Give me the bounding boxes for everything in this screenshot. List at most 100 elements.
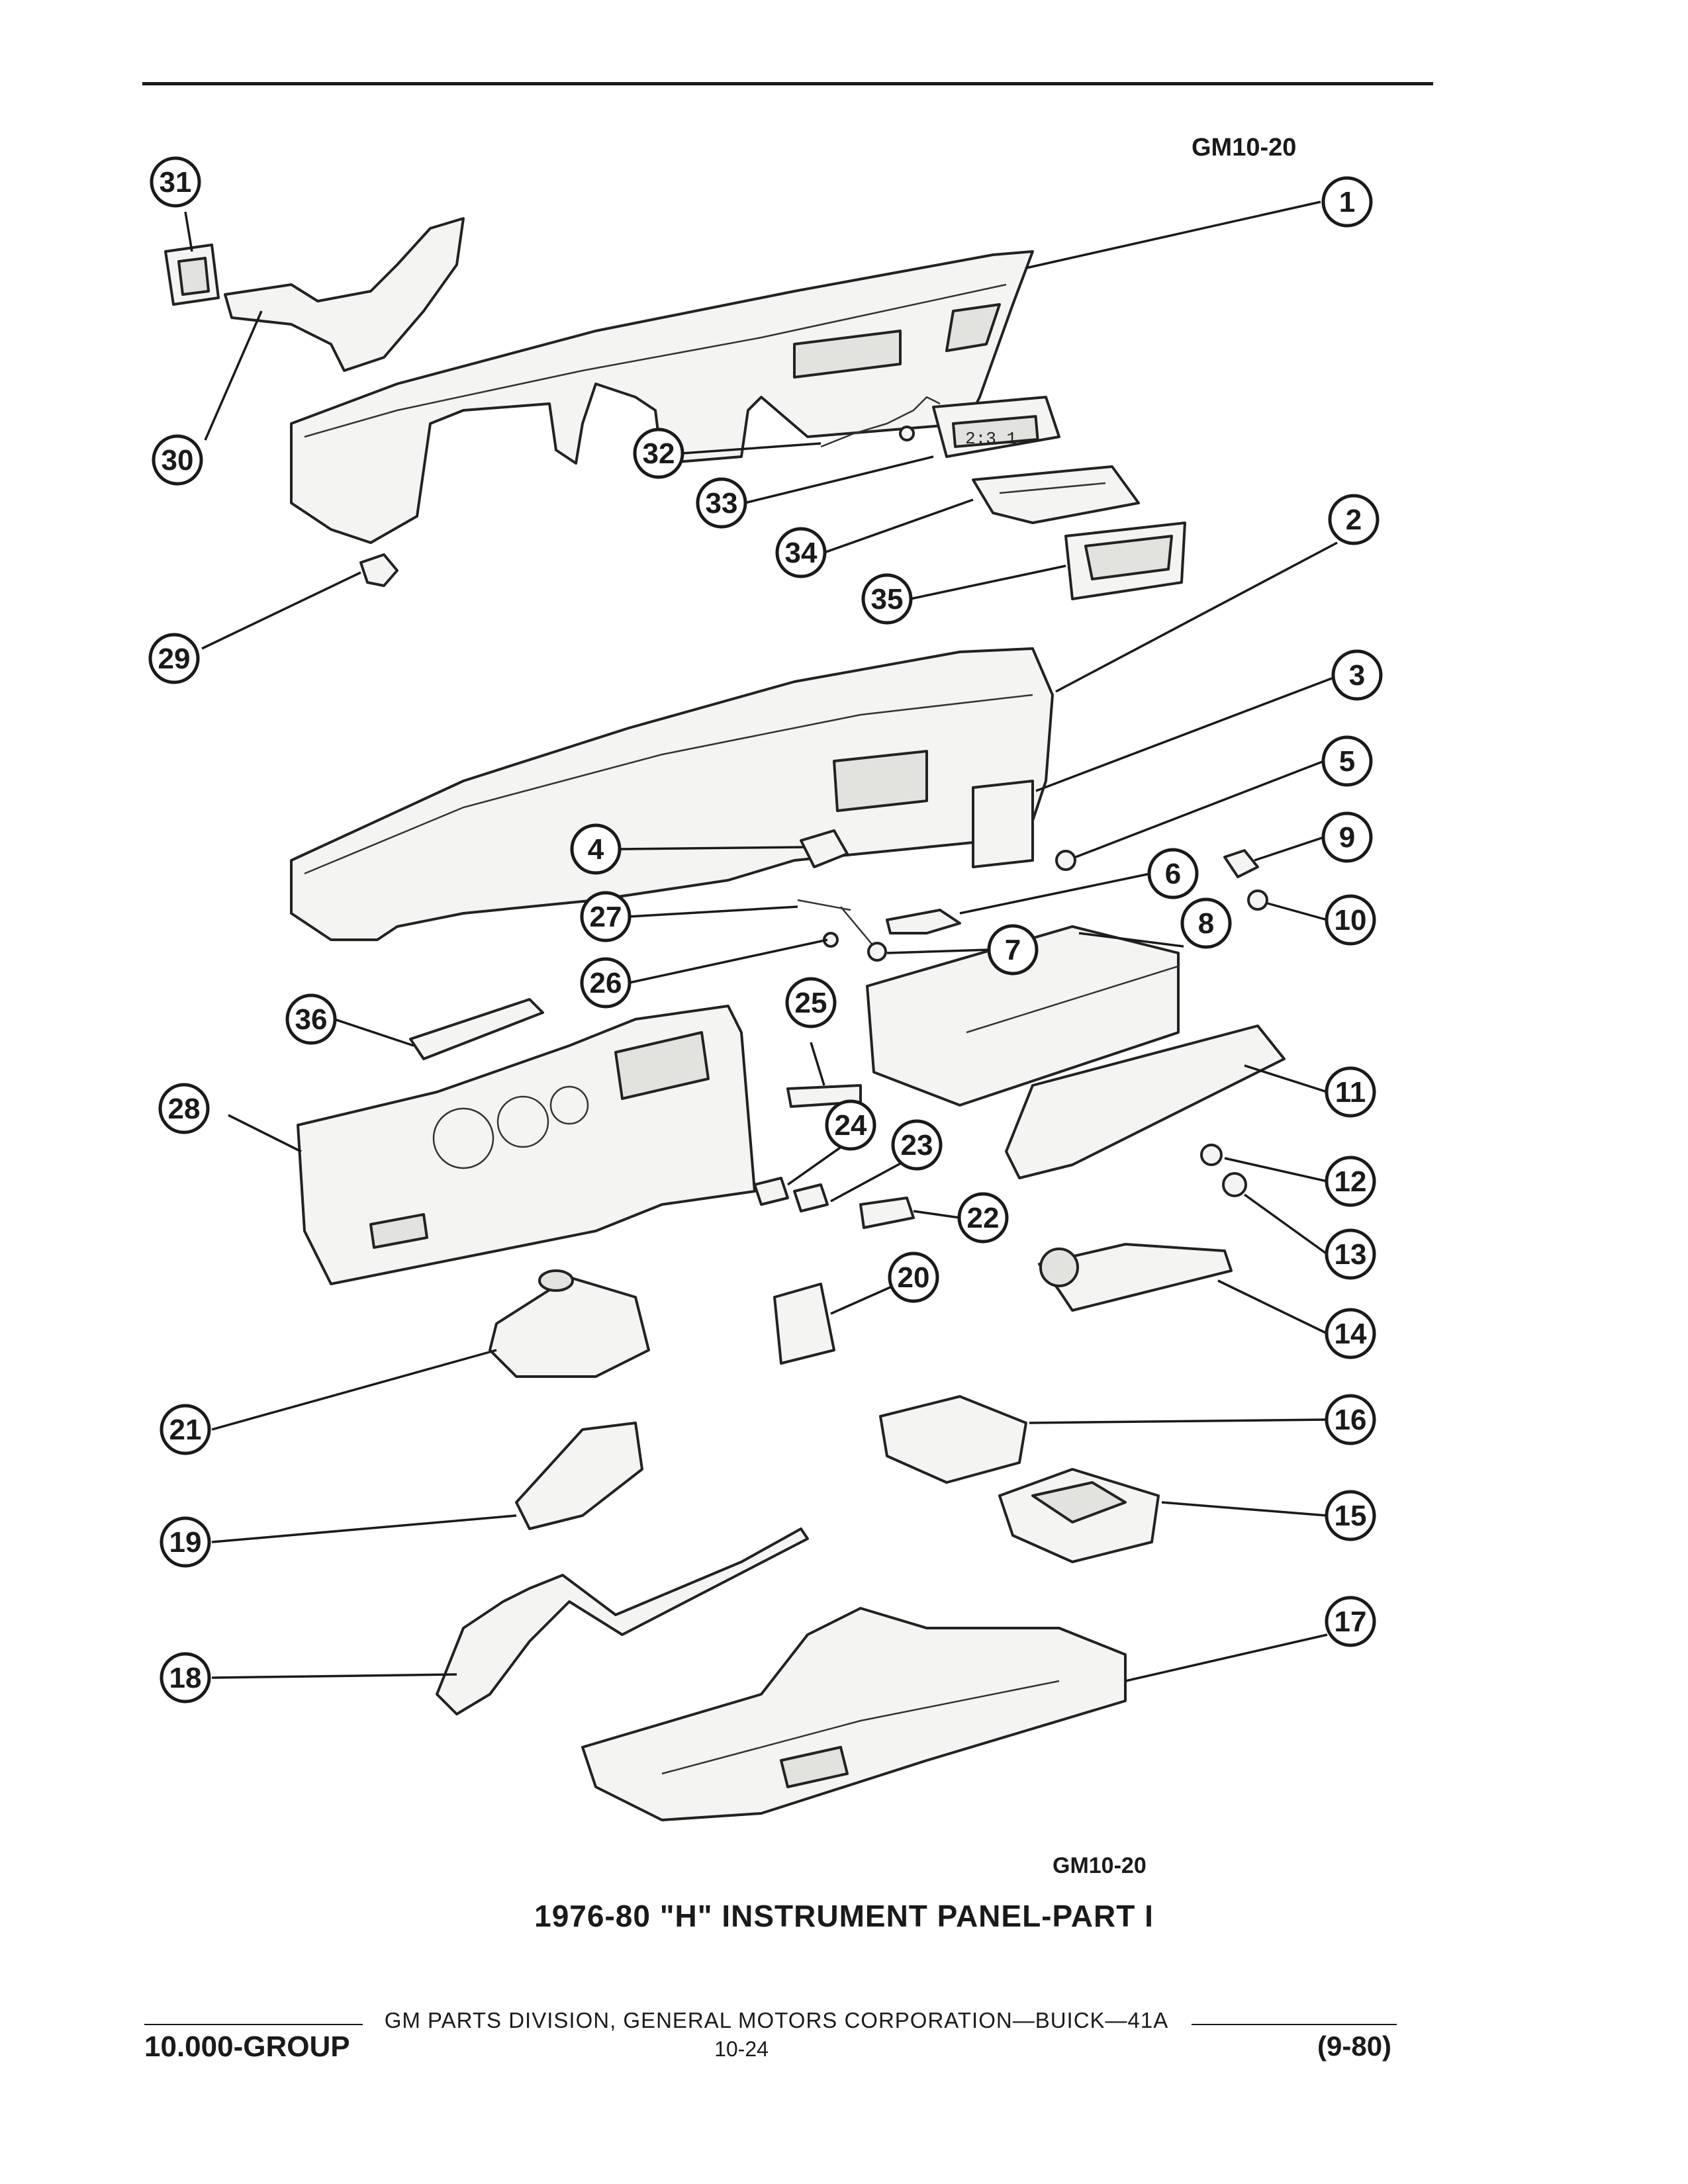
instrument-carrier-part-28 [297, 1005, 756, 1285]
svg-text:6: 6 [1165, 858, 1181, 890]
svg-text:13: 13 [1335, 1238, 1367, 1271]
leader-13 [1243, 1193, 1329, 1255]
lock-rod-part-7 [840, 906, 887, 962]
leader-20 [830, 1286, 891, 1315]
svg-text:5: 5 [1339, 745, 1355, 778]
svg-text:1: 1 [1339, 186, 1355, 218]
reinforcement-part-18 [436, 1527, 809, 1715]
svg-text:7: 7 [1005, 934, 1021, 966]
leader-12 [1224, 1157, 1328, 1183]
svg-text:11: 11 [1335, 1076, 1366, 1109]
callout-3: 3 [1331, 649, 1383, 701]
footer-rule-right [1192, 2024, 1397, 2025]
clock-harness-part-32 [820, 396, 941, 448]
clock-display-readout: 2:3 1 [965, 429, 1017, 449]
svg-text:8: 8 [1198, 907, 1214, 940]
vent-duct-part-14 [1038, 1243, 1233, 1312]
svg-text:15: 15 [1335, 1500, 1367, 1532]
callout-17: 17 [1325, 1596, 1376, 1647]
leader-8 [1078, 932, 1184, 948]
column-cover-part-21 [489, 1269, 650, 1378]
clock-part-33: 2:3 1 [932, 396, 1060, 458]
leader-35 [910, 565, 1066, 600]
svg-text:23: 23 [901, 1129, 933, 1161]
leader-21 [211, 1349, 497, 1431]
top-rule [142, 82, 1433, 85]
footer-group: 10.000-GROUP [144, 2030, 350, 2063]
callout-35: 35 [861, 573, 913, 625]
panel-insert-part-3 [972, 780, 1034, 868]
svg-text:9: 9 [1339, 821, 1355, 854]
callout-6: 6 [1147, 848, 1199, 899]
callout-13: 13 [1325, 1228, 1376, 1280]
switch-part-20 [773, 1283, 835, 1365]
svg-text:32: 32 [643, 437, 675, 470]
svg-text:31: 31 [160, 166, 192, 199]
callout-7: 7 [987, 924, 1039, 976]
svg-text:18: 18 [169, 1662, 202, 1694]
svg-text:16: 16 [1335, 1404, 1367, 1436]
callout-24: 24 [825, 1099, 876, 1151]
leader-22 [913, 1210, 961, 1219]
lock-part-13 [1222, 1172, 1247, 1197]
callout-19: 19 [160, 1516, 211, 1568]
callout-2: 2 [1328, 494, 1380, 545]
callout-14: 14 [1325, 1308, 1376, 1359]
callout-28: 28 [158, 1083, 210, 1134]
svg-text:27: 27 [590, 901, 622, 933]
callout-22: 22 [957, 1192, 1009, 1244]
svg-text:14: 14 [1335, 1318, 1367, 1350]
knob-part-23 [793, 1183, 829, 1212]
leader-17 [1125, 1633, 1328, 1682]
air-duct-part-30 [224, 217, 465, 372]
socket-part-10 [1247, 889, 1268, 911]
svg-text:33: 33 [706, 487, 738, 520]
clock-bracket-part-34 [972, 465, 1140, 524]
svg-text:24: 24 [835, 1109, 867, 1142]
callout-36: 36 [285, 993, 337, 1045]
svg-text:21: 21 [169, 1414, 202, 1446]
callout-29: 29 [148, 633, 200, 684]
leader-24 [786, 1144, 845, 1186]
leader-10 [1267, 902, 1328, 921]
duct-bezel-part-31 [164, 244, 220, 306]
leader-11 [1244, 1064, 1328, 1093]
callout-34: 34 [775, 527, 827, 578]
knob-part-24 [753, 1177, 789, 1206]
leader-32 [681, 442, 821, 455]
svg-text:4: 4 [588, 833, 604, 866]
leader-31 [184, 211, 193, 252]
callout-23: 23 [891, 1119, 943, 1171]
svg-text:20: 20 [898, 1261, 930, 1294]
leader-28 [228, 1114, 302, 1153]
diagram-code-top: GM10-20 [1192, 134, 1297, 161]
leader-1 [1025, 201, 1321, 269]
leader-29 [201, 571, 361, 650]
svg-text:10: 10 [1335, 904, 1367, 936]
clock-bezel-part-35 [1064, 522, 1186, 600]
callouts: 1 2 3 4 5 6 7 8 9 10 11 12 13 14 15 16 1… [148, 156, 1383, 1704]
leader-34 [823, 498, 974, 554]
callout-10: 10 [1325, 894, 1376, 946]
leader-4 [618, 846, 805, 850]
svg-text:35: 35 [871, 583, 904, 615]
bracket-part-4 [800, 829, 849, 868]
clip-part-29 [359, 553, 399, 587]
callout-12: 12 [1325, 1156, 1376, 1207]
leader-9 [1254, 836, 1325, 862]
glove-box-part-8 [866, 925, 1180, 1107]
diagram-code-bottom: GM10-20 [1053, 1853, 1147, 1878]
leader-33 [744, 455, 934, 504]
glove-box-door-part-11 [1005, 1024, 1286, 1179]
callout-20: 20 [888, 1251, 939, 1303]
svg-text:22: 22 [967, 1202, 1000, 1234]
callout-27: 27 [580, 891, 632, 942]
leader-30 [204, 310, 263, 441]
callout-21: 21 [160, 1404, 211, 1455]
callout-15: 15 [1325, 1490, 1376, 1541]
callout-18: 18 [160, 1652, 211, 1704]
svg-text:26: 26 [590, 967, 622, 999]
lower-tray-part-17 [581, 1607, 1127, 1821]
